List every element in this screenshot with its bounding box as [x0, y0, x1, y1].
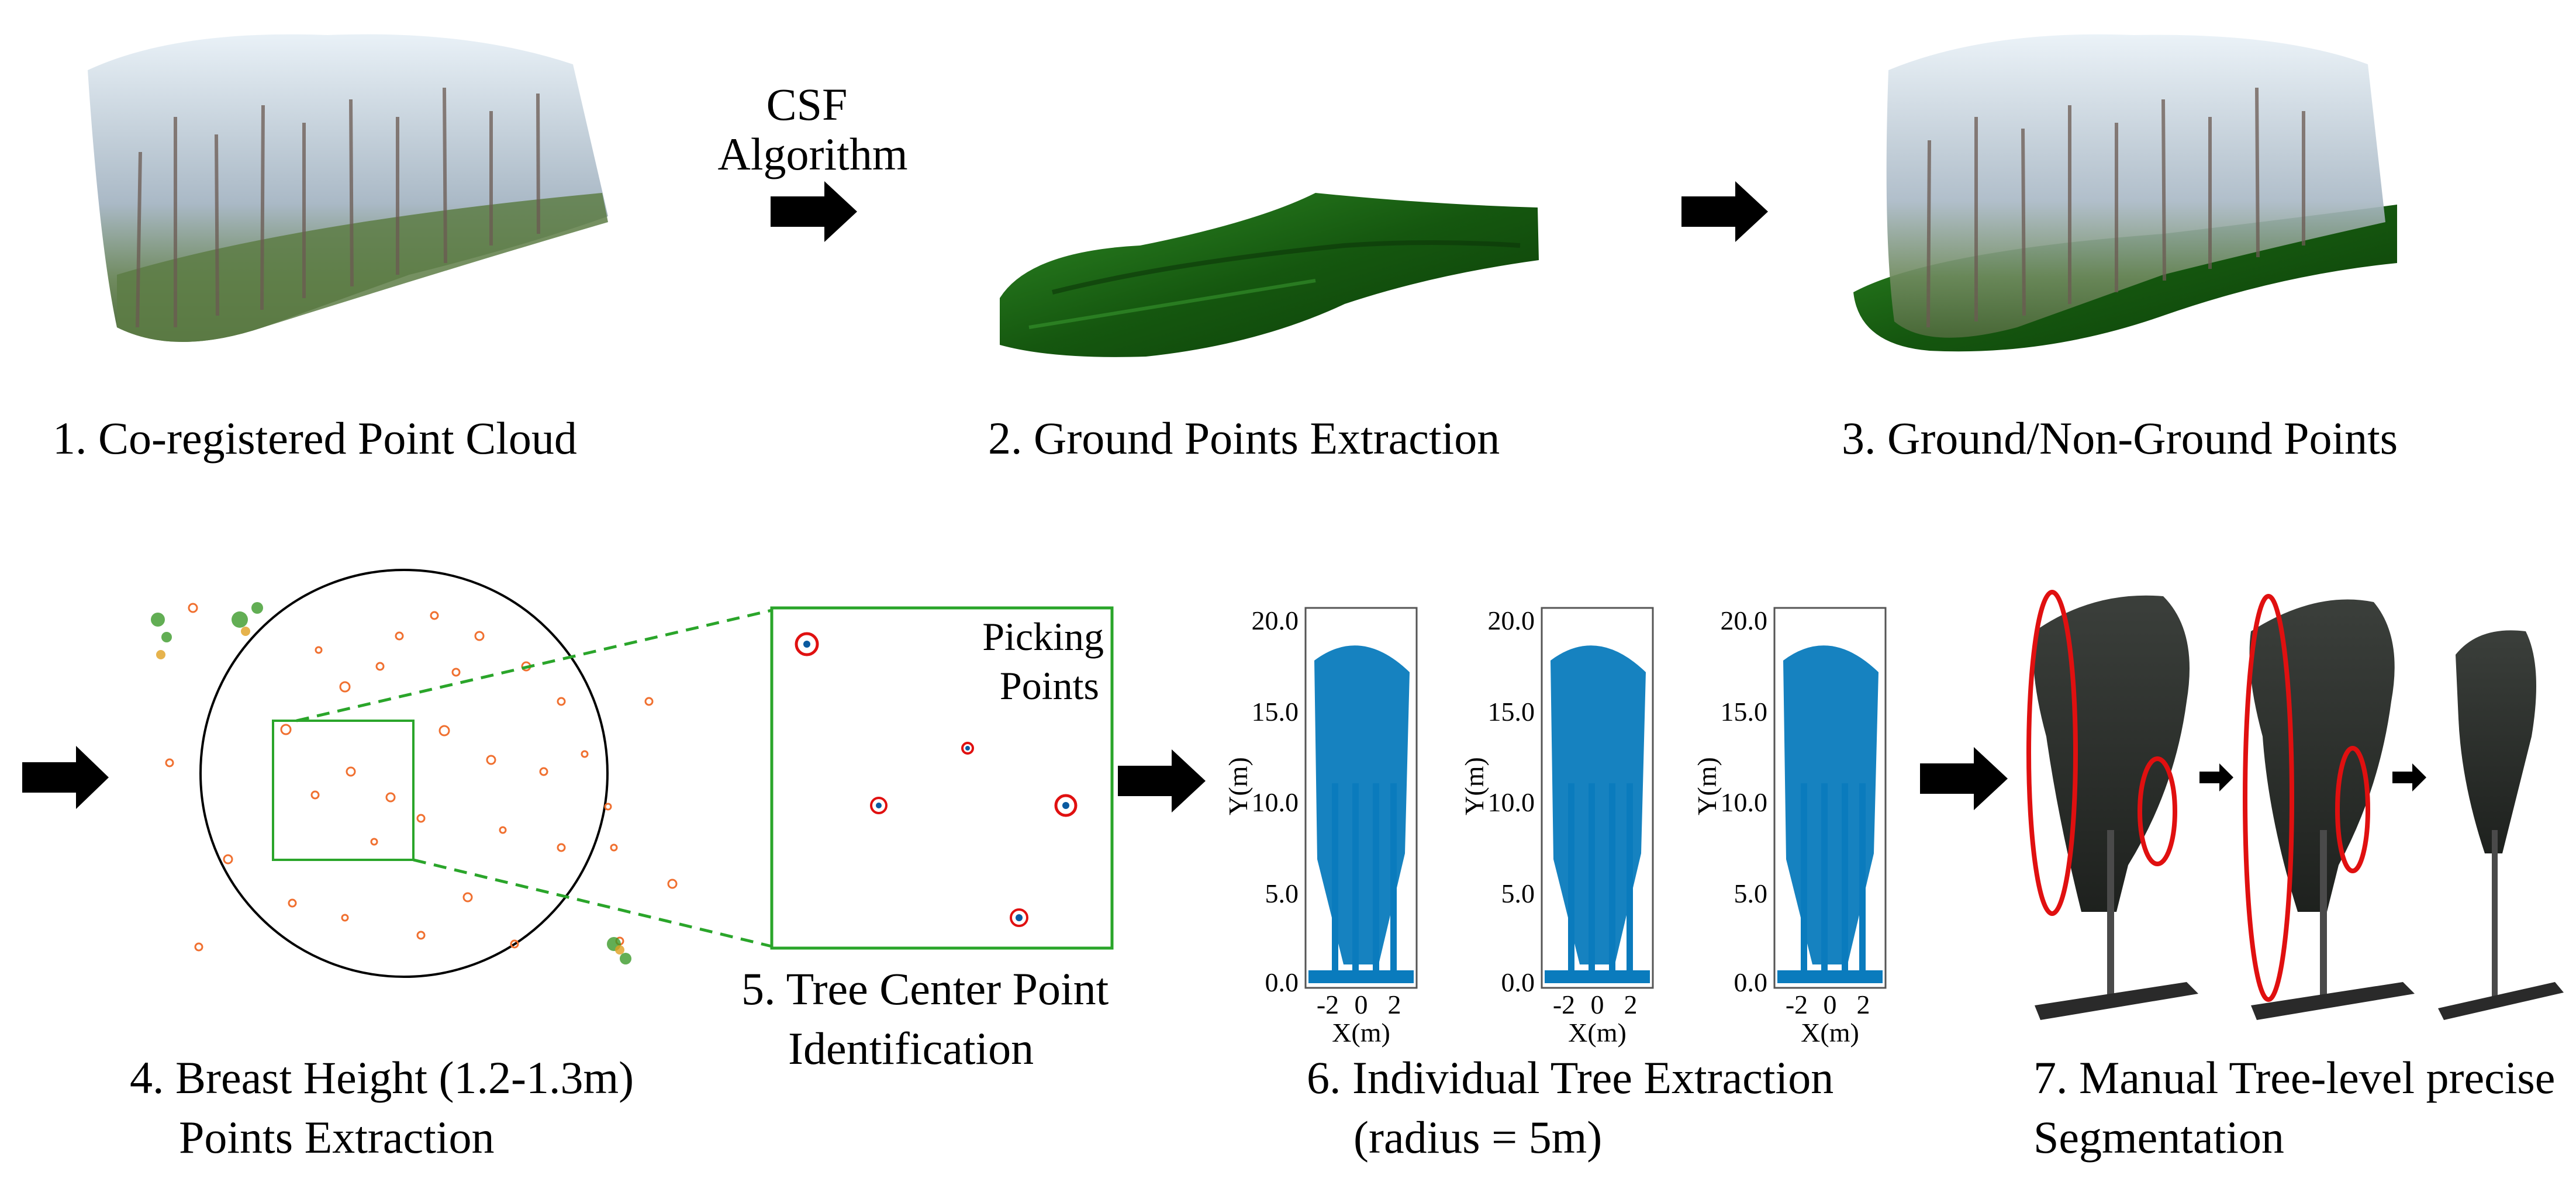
x-tick-label: -2	[1317, 990, 1339, 1019]
x-axis-label: X(m)	[1801, 1018, 1859, 1047]
y-tick-label: 15.0	[1721, 697, 1768, 727]
panel5-caption-line2: Identification	[788, 1023, 1034, 1074]
panel6-caption-line2: (radius = 5m)	[1353, 1112, 1602, 1163]
arrow-right-icon	[1681, 181, 1768, 242]
x-tick-label: -2	[1786, 990, 1808, 1019]
tree-trunk	[1842, 783, 1848, 970]
y-tick-label: 20.0	[1721, 606, 1768, 635]
tree-trunk	[1373, 783, 1379, 970]
tree-trunk	[1352, 783, 1359, 970]
tree-center-points	[795, 632, 1078, 927]
arrow-right-icon	[1920, 747, 2008, 810]
panel4-breast-height-slice	[151, 569, 678, 978]
panel5-zoom-box	[770, 606, 1114, 950]
panel1-caption: 1. Co-registered Point Cloud	[53, 413, 577, 464]
tree-trunk	[1589, 783, 1595, 970]
breast-height-points	[165, 603, 678, 952]
x-tick-label: 2	[1624, 990, 1638, 1019]
tree-trunk	[1568, 783, 1574, 970]
panel3-ground-nonground	[1853, 34, 2397, 352]
y-axis-label: Y(m)	[1692, 757, 1722, 815]
panel2-caption: 2. Ground Points Extraction	[988, 413, 1500, 464]
panel7-segmentation	[2026, 590, 2564, 1020]
x-axis-label: X(m)	[1332, 1018, 1390, 1047]
y-tick-label: 0.0	[1265, 967, 1299, 997]
plot-frame	[1541, 607, 1654, 989]
arrow-right-icon	[771, 181, 857, 242]
vegetation-clusters	[151, 602, 631, 964]
plot-frame	[1304, 607, 1418, 989]
csf-label-line2: Algorithm	[718, 129, 908, 179]
arrow-right-icon	[1118, 749, 1206, 812]
small-arrow-right-icon	[2392, 763, 2426, 791]
ground-band	[1308, 970, 1414, 983]
y-tick-label: 15.0	[1488, 697, 1535, 727]
x-axis-label: X(m)	[1568, 1018, 1627, 1047]
tree-trunk	[1801, 783, 1807, 970]
x-tick-label: 0	[1591, 990, 1604, 1019]
picking-points-line2: Points	[1000, 663, 1099, 708]
y-tick-label: 0.0	[1734, 967, 1768, 997]
panel7-caption-line2: Segmentation	[2033, 1112, 2284, 1163]
picking-points-line1: Picking	[982, 614, 1104, 659]
small-arrow-right-icon	[2199, 763, 2233, 791]
ground-band	[1545, 970, 1650, 983]
panel2-ground-surface	[1000, 193, 1539, 357]
segmented-tree-2	[2243, 594, 2415, 1020]
panel1-point-cloud	[88, 34, 608, 343]
tree-trunk	[1332, 783, 1338, 970]
x-tick-label: 0	[1355, 990, 1368, 1019]
zoom-line-top	[296, 608, 772, 722]
tree-trunk	[1627, 783, 1633, 970]
x-tick-label: 2	[1388, 990, 1401, 1019]
y-tick-label: 20.0	[1252, 606, 1299, 635]
y-tick-label: 10.0	[1721, 787, 1768, 817]
panel7-caption-line1: 7. Manual Tree-level precise	[2033, 1052, 2555, 1103]
tree-trunk	[1859, 783, 1866, 970]
x-tick-label: 0	[1824, 990, 1837, 1019]
y-tick-label: 0.0	[1501, 967, 1535, 997]
y-axis-label: Y(m)	[1223, 757, 1253, 815]
y-axis-label: Y(m)	[1459, 757, 1489, 815]
y-tick-label: 10.0	[1252, 787, 1299, 817]
panel5-caption-line1: 5. Tree Center Point	[741, 963, 1109, 1014]
panel4-caption-line2: Points Extraction	[179, 1112, 494, 1163]
csf-label-line1: CSF	[766, 79, 848, 130]
y-tick-label: 15.0	[1252, 697, 1299, 727]
panel6-caption-line1: 6. Individual Tree Extraction	[1307, 1052, 1833, 1103]
tree-trunk	[1390, 783, 1397, 970]
tree-trunk	[1609, 783, 1615, 970]
panel3-caption: 3. Ground/Non-Ground Points	[1842, 413, 2398, 464]
x-tick-label: 2	[1857, 990, 1870, 1019]
panel4-caption-line1: 4. Breast Height (1.2-1.3m)	[130, 1052, 634, 1103]
plot-frame	[1773, 607, 1887, 989]
y-tick-label: 20.0	[1488, 606, 1535, 635]
arrow-right-icon	[22, 746, 109, 809]
zoom-line-bottom	[413, 858, 772, 948]
x-tick-label: -2	[1553, 990, 1575, 1019]
ground-band	[1777, 970, 1883, 983]
segmented-tree-3	[2438, 630, 2564, 1020]
y-tick-label: 5.0	[1265, 879, 1299, 908]
y-tick-label: 5.0	[1734, 879, 1768, 908]
segmented-tree-1	[2026, 590, 2198, 1020]
tree-trunk	[1821, 783, 1828, 970]
y-tick-label: 5.0	[1501, 879, 1535, 908]
y-tick-label: 10.0	[1488, 787, 1535, 817]
